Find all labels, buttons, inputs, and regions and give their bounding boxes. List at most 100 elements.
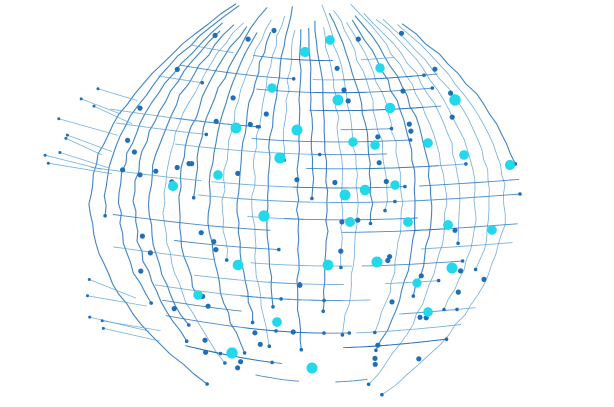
junction-node (334, 65, 340, 71)
junction-node (153, 168, 159, 174)
junction-node (120, 167, 126, 173)
trace-end-dot (444, 337, 449, 342)
circuit-trace (179, 64, 295, 80)
circuit-traces (44, 3, 521, 396)
circuit-trace (90, 166, 202, 182)
junction-node (458, 268, 464, 274)
circuit-trace (346, 22, 404, 333)
circuit-trace (335, 378, 368, 383)
junction-node (294, 177, 300, 183)
trace-end-dot (270, 360, 274, 365)
glow-node (449, 94, 461, 106)
junction-node (202, 337, 208, 343)
trace-end-dot (58, 151, 62, 154)
circuit-trace (296, 29, 302, 351)
circuit-trace (67, 134, 113, 152)
glow-node (339, 189, 351, 201)
trace-end-dot (86, 294, 89, 298)
circuit-trace (267, 281, 344, 285)
junction-node (138, 268, 144, 274)
trace-end-dot (64, 136, 68, 140)
trace-end-dot (87, 278, 91, 281)
trace-end-dot (267, 344, 272, 349)
glow-node (412, 278, 422, 288)
trace-end-dot (92, 104, 96, 108)
junction-node (452, 227, 458, 233)
junction-node (203, 349, 209, 355)
trace-end-dot (518, 192, 522, 196)
junction-node (449, 114, 455, 120)
trace-end-dot (46, 161, 50, 165)
circuit-trace (221, 19, 272, 261)
junction-node (448, 90, 454, 96)
circuit-trace (419, 178, 520, 187)
junction-node (125, 137, 131, 143)
glow-node (322, 259, 334, 271)
junction-node (271, 27, 277, 34)
junction-node (211, 239, 217, 245)
trace-end-dot (374, 348, 378, 353)
circuit-trace (328, 12, 374, 225)
trace-end-dot (436, 278, 441, 283)
circuit-trace (360, 56, 394, 61)
trace-end-dot (339, 265, 343, 270)
circuit-trace (340, 128, 392, 131)
circuit-trace (190, 44, 234, 54)
circuit-trace (154, 284, 282, 300)
glow-node (504, 159, 516, 171)
glow-node (375, 63, 385, 73)
junction-node (345, 98, 351, 104)
junction-node (235, 170, 241, 176)
junction-node (147, 250, 153, 256)
circuit-trace (113, 246, 215, 260)
trace-end-dot (373, 330, 377, 335)
junction-node (238, 359, 244, 365)
circuit-trace (314, 87, 433, 94)
junction-node (355, 36, 361, 42)
glow-node (193, 290, 203, 300)
trace-end-dot (403, 184, 407, 189)
trace-end-dot (393, 199, 397, 204)
circuit-trace (341, 228, 451, 233)
circuit-trace (244, 327, 350, 334)
glow-node (443, 220, 453, 230)
circuit-trace (306, 165, 439, 170)
junction-node (230, 95, 236, 101)
circuit-trace (251, 15, 285, 347)
circuit-trace (351, 19, 416, 351)
junction-node (257, 341, 263, 347)
circuit-trace (308, 27, 315, 199)
circuit-trace (375, 19, 477, 310)
trace-end-dot (310, 196, 314, 201)
trace-end-dot (291, 77, 296, 81)
junction-node (189, 161, 195, 167)
circuit-trace (88, 3, 237, 385)
trace-end-dot (277, 247, 281, 252)
trace-end-dot (79, 97, 83, 101)
circuit-trace (266, 6, 293, 308)
trace-end-dot (460, 259, 465, 263)
junction-node (355, 217, 361, 223)
circuit-trace (310, 153, 388, 156)
glow-node (213, 170, 223, 180)
circuit-trace (115, 122, 207, 135)
junction-node (213, 118, 219, 124)
glow-node (325, 35, 335, 45)
trace-end-dot (322, 331, 326, 335)
trace-end-dot (389, 126, 394, 131)
circuit-trace (58, 118, 118, 136)
trace-end-dot (88, 315, 92, 319)
trace-end-dot (464, 162, 468, 166)
junction-node (385, 257, 391, 264)
trace-end-dot (368, 221, 373, 226)
trace-end-dot (366, 382, 371, 387)
glow-node (370, 140, 380, 150)
circuit-trace (330, 196, 487, 203)
circuit-trace (354, 15, 433, 297)
junction-node (137, 172, 143, 178)
junction-node (383, 178, 389, 185)
junction-node (290, 329, 296, 335)
circuit-trace (65, 138, 102, 156)
circuit-trace (193, 7, 268, 199)
glow-node (230, 122, 242, 134)
